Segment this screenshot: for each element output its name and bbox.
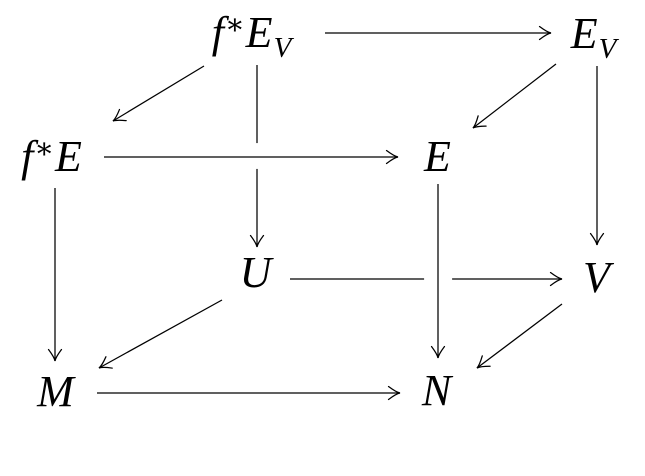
node-label-E-V: EV [570,9,620,65]
node-label-N: N [421,366,454,415]
node-label-M: M [36,367,76,416]
edge-E-V-to-E [472,63,557,129]
node-label-f-star-E: f∗E [21,132,83,181]
node-label-f-star-E-V: f∗EV [212,8,295,64]
edge-V-to-N [476,303,563,369]
node-label-E: E [423,132,452,181]
node-label-U: U [240,248,275,297]
node-label-V: V [583,253,615,302]
edge-U-to-M [98,299,223,369]
edge-f-star-E-V-to-f-star-E [112,65,205,122]
